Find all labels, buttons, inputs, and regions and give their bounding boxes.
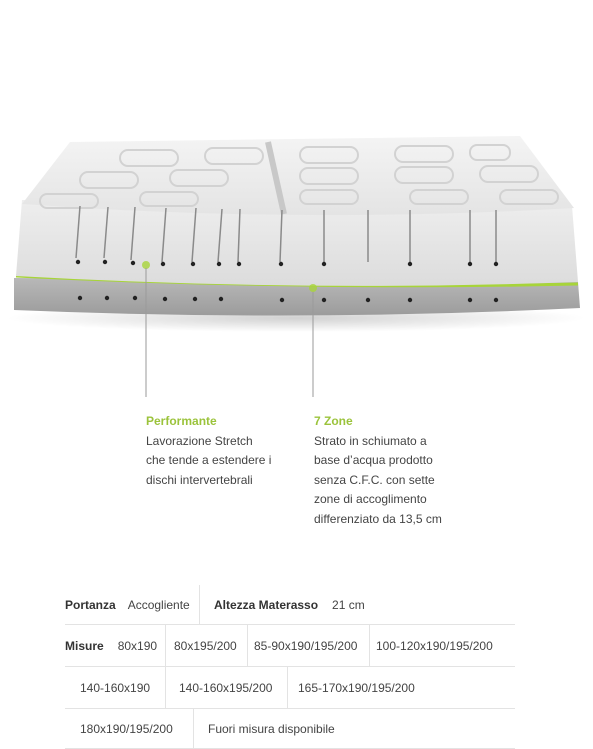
size-cell: 165-170x190/195/200 xyxy=(288,667,415,708)
specs-row-sizes-2: 140-160x190 140-160x195/200 165-170x190/… xyxy=(65,667,515,709)
size-item: 180x190/195/200 xyxy=(80,721,173,736)
callout-7-zone-title: 7 Zone xyxy=(314,414,353,428)
size-item: 100-120x190/195/200 xyxy=(376,638,493,653)
size-cell: 140-160x190 xyxy=(65,667,166,708)
specs-row-misure: Misure 80x190 80x195/200 85-90x190/195/2… xyxy=(65,625,515,667)
specs-row-sizes-3: 180x190/195/200 Fuori misura disponibile xyxy=(65,709,515,749)
altezza-value: 21 cm xyxy=(332,597,365,612)
callout-7-zone-text: Strato in schiumato a base d’acqua prodo… xyxy=(314,433,442,526)
altezza-cell: Altezza Materasso 21 cm xyxy=(200,585,365,624)
portanza-cell: Portanza Accogliente xyxy=(65,585,200,624)
size-item: 80x190 xyxy=(117,638,158,653)
callout-performante-text: Lavorazione Stretch che tende a estender… xyxy=(146,433,272,487)
misure-label: Misure xyxy=(65,638,104,653)
mattress-image xyxy=(6,136,586,397)
misure-cell: Misure 80x190 xyxy=(65,625,166,666)
fuori-misura-text: Fuori misura disponibile xyxy=(208,721,335,736)
size-cell: 180x190/195/200 xyxy=(65,709,194,748)
size-item: 80x195/200 xyxy=(174,638,237,653)
size-cell: 85-90x190/195/200 xyxy=(248,625,370,666)
specs-row-portanza: Portanza Accogliente Altezza Materasso 2… xyxy=(65,585,515,625)
size-item: 85-90x190/195/200 xyxy=(254,638,358,653)
callout-7-zone: 7 Zone Strato in schiumato a base d’acqu… xyxy=(314,412,474,529)
portanza-label: Portanza xyxy=(65,597,116,612)
portanza-value: Accogliente xyxy=(127,597,190,612)
size-cell: 80x195/200 xyxy=(166,625,248,666)
fuori-misura-cell: Fuori misura disponibile xyxy=(194,709,335,748)
specs-table: Portanza Accogliente Altezza Materasso 2… xyxy=(65,585,515,749)
size-item: 165-170x190/195/200 xyxy=(298,680,415,695)
size-cell: 100-120x190/195/200 xyxy=(370,625,493,666)
size-item: 140-160x190 xyxy=(80,680,151,695)
size-cell: 140-160x195/200 xyxy=(166,667,288,708)
size-item: 140-160x195/200 xyxy=(179,680,273,695)
altezza-label: Altezza Materasso xyxy=(214,597,319,612)
callout-performante: Performante Lavorazione Stretch che tend… xyxy=(146,412,296,490)
callout-performante-title: Performante xyxy=(146,414,217,428)
